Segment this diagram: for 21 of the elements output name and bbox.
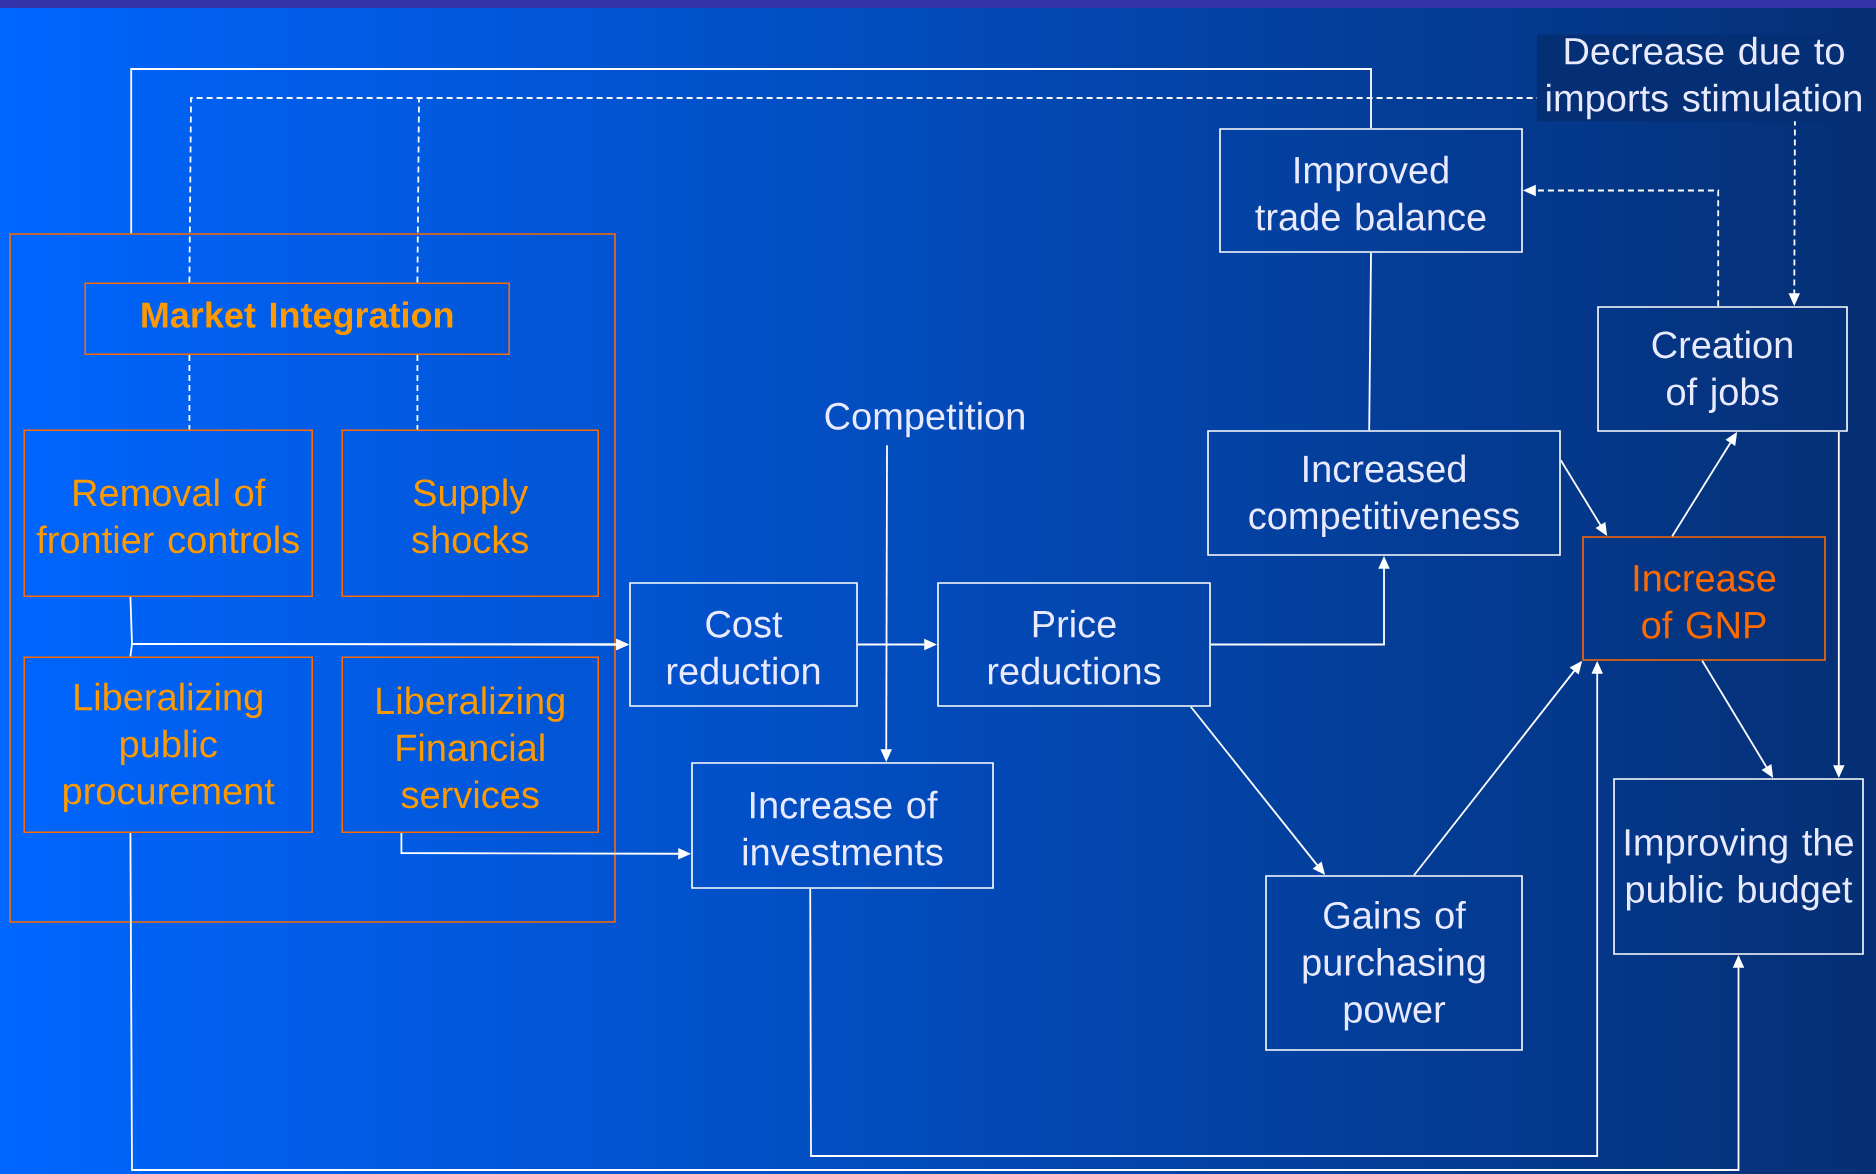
process-box: Price reductions [937, 582, 1211, 707]
process-box: Increased competitiveness [1207, 430, 1561, 556]
text-label: Competition [825, 401, 1024, 438]
edge-label: Decrease due to imports stimulation [1537, 34, 1871, 122]
process-box: Increase of investments [691, 762, 994, 889]
process-box: Liberalizing Financial services [341, 656, 599, 833]
connector-line [130, 68, 1372, 235]
process-box: Gains of purchasing power [1265, 875, 1523, 1051]
process-box: Cost reduction [629, 582, 858, 707]
process-box: Improving the public budget [1613, 778, 1864, 955]
process-box: Removal of frontier controls [23, 429, 313, 597]
process-box: Creation of jobs [1597, 306, 1848, 432]
group-box [9, 233, 616, 923]
dashed-connector-line [416, 354, 419, 431]
process-box: Increase of GNP [1582, 536, 1826, 661]
process-box: Improved trade balance [1219, 128, 1523, 253]
process-box: Liberalizing public procurement [23, 656, 313, 833]
process-box: Supply shocks [341, 429, 599, 597]
heading-box: Market Integration [84, 282, 510, 355]
connector-line [1368, 251, 1372, 432]
dashed-connector-line [188, 354, 191, 431]
